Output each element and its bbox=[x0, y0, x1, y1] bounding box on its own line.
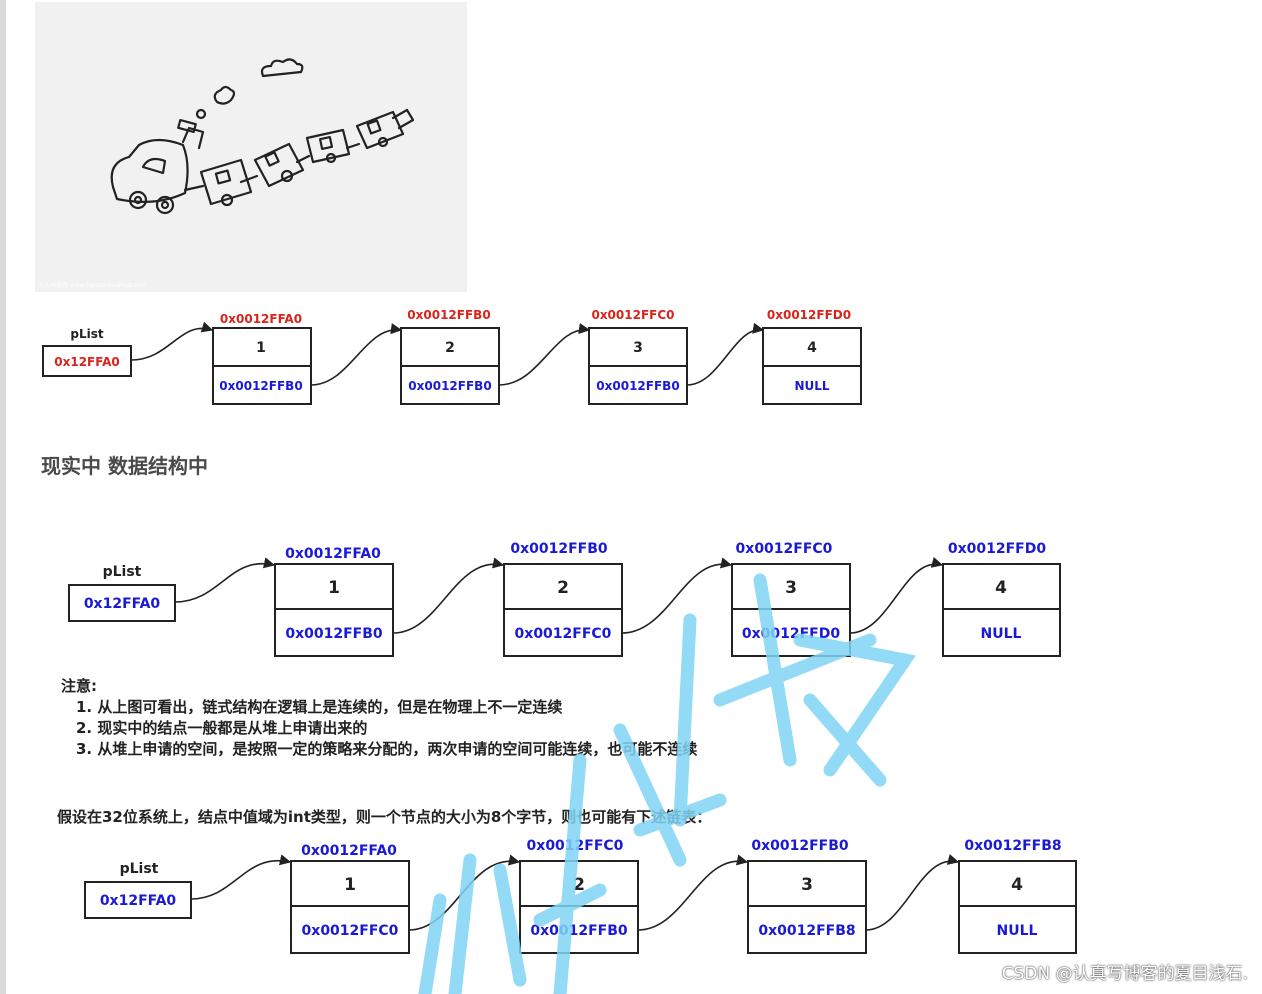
note-item-2: 2. 现实中的结点一般都是从堆上申请出来的 bbox=[76, 719, 368, 737]
d2-node4-value: 4 bbox=[995, 578, 1007, 598]
d3-node2-value: 2 bbox=[573, 875, 585, 895]
d1-plist-value: 0x12FFA0 bbox=[54, 355, 119, 369]
d2-node2-next: 0x0012FFC0 bbox=[515, 626, 612, 642]
d1-node4-next: NULL bbox=[794, 379, 829, 393]
d3-node1-next: 0x0012FFC0 bbox=[302, 923, 399, 939]
d1-node3-next: 0x0012FFB0 bbox=[596, 379, 679, 393]
train-sketch-image: 天天画报网 www.tiantianhuahua.com bbox=[35, 2, 467, 292]
d2-node1-address: 0x0012FFA0 bbox=[285, 546, 381, 562]
d2-node3-next: 0x0012FFD0 bbox=[742, 626, 840, 642]
note-item-3: 3. 从堆上申请的空间，是按照一定的策略来分配的，两次申请的空间可能连续，也可能… bbox=[76, 740, 698, 758]
d3-node2-address: 0x0012FFC0 bbox=[527, 838, 624, 854]
d2-node3-value: 3 bbox=[785, 578, 797, 598]
csdn-watermark: CSDN @认真写博客的夏目浅石. bbox=[1001, 964, 1248, 984]
d2-plist-value: 0x12FFA0 bbox=[84, 596, 161, 612]
d3-node3-address: 0x0012FFB0 bbox=[751, 838, 849, 854]
d1-node2-next: 0x0012FFB0 bbox=[408, 379, 491, 393]
d2-node4-address: 0x0012FFD0 bbox=[948, 541, 1046, 557]
d2-plist-box bbox=[68, 584, 176, 622]
d1-node3-value: 3 bbox=[633, 340, 643, 356]
d1-plist-box bbox=[42, 345, 132, 377]
d3-plist-box bbox=[84, 881, 192, 919]
d2-node1-next: 0x0012FFB0 bbox=[285, 626, 383, 642]
diagram1: pList 0x12FFA0 0x0012FFA0 1 0x0012FFB0 0… bbox=[42, 308, 862, 405]
d2-node4-next: NULL bbox=[981, 626, 1022, 642]
d1-node4-address: 0x0012FFD0 bbox=[767, 308, 851, 322]
d1-node2-value: 2 bbox=[445, 340, 455, 356]
d3-plist-value: 0x12FFA0 bbox=[100, 893, 177, 909]
d1-node1-value: 1 bbox=[256, 340, 266, 356]
train-sketch-icon bbox=[110, 58, 415, 215]
diagram2: pList 0x12FFA0 0x0012FFA0 1 0x0012FFB0 0… bbox=[68, 541, 1061, 657]
d3-node1-address: 0x0012FFA0 bbox=[301, 843, 397, 859]
d2-node2-address: 0x0012FFB0 bbox=[510, 541, 608, 557]
d1-node2-address: 0x0012FFB0 bbox=[407, 308, 490, 322]
left-border bbox=[0, 0, 6, 994]
sketch-caption: 天天画报网 www.tiantianhuahua.com bbox=[38, 282, 147, 289]
diagram3: pList 0x12FFA0 0x0012FFA0 1 0x0012FFC0 0… bbox=[84, 838, 1077, 954]
d3-node1-value: 1 bbox=[344, 875, 356, 895]
d1-node1-next: 0x0012FFB0 bbox=[219, 379, 302, 393]
assumption-text: 假设在32位系统上，结点中值域为int类型，则一个节点的大小为8个字节，则也可能… bbox=[57, 808, 712, 826]
d3-node2-next: 0x0012FFB0 bbox=[530, 923, 628, 939]
d3-plist-label: pList bbox=[120, 861, 159, 877]
d1-plist-label: pList bbox=[70, 327, 103, 341]
d1-node1-address: 0x0012FFA0 bbox=[220, 312, 302, 326]
d3-node4-next: NULL bbox=[997, 923, 1038, 939]
d3-node4-address: 0x0012FFB8 bbox=[964, 838, 1061, 854]
note-item-1: 1. 从上图可看出，链式结构在逻辑上是连续的，但是在物理上不一定连续 bbox=[76, 698, 563, 716]
notes-block: 注意: 1. 从上图可看出，链式结构在逻辑上是连续的，但是在物理上不一定连续 2… bbox=[61, 676, 697, 760]
d3-node3-next: 0x0012FFB8 bbox=[758, 923, 855, 939]
d3-node4-value: 4 bbox=[1011, 875, 1023, 895]
section-heading: 现实中 数据结构中 bbox=[41, 454, 208, 478]
d1-node4-value: 4 bbox=[807, 340, 817, 356]
d1-node3-address: 0x0012FFC0 bbox=[591, 308, 674, 322]
d3-node3-value: 3 bbox=[801, 875, 813, 895]
d2-node2-value: 2 bbox=[557, 578, 569, 598]
d2-node3-address: 0x0012FFC0 bbox=[736, 541, 833, 557]
d2-node1-value: 1 bbox=[328, 578, 340, 598]
d2-plist-label: pList bbox=[103, 564, 142, 580]
notes-title: 注意: bbox=[61, 677, 97, 695]
